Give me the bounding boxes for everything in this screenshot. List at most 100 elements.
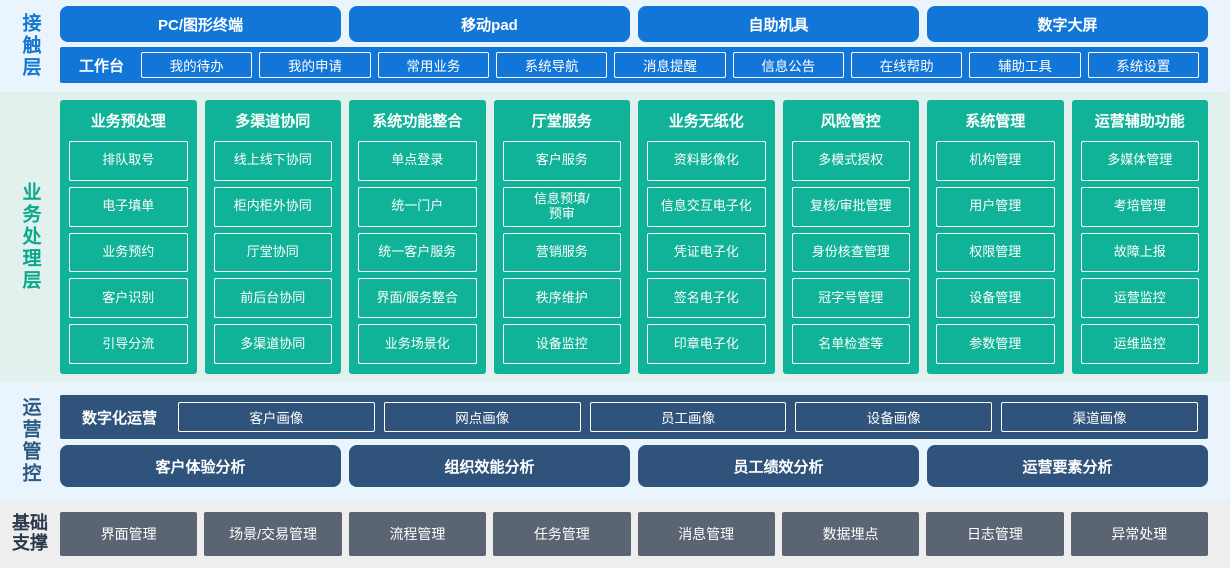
column-item[interactable]: 柜内柜外协同 [213,186,332,227]
analysis-card-organizational-efficiency[interactable]: 组织效能分析 [349,445,630,487]
foundation-layer-body: 界面管理 场景/交易管理 流程管理 任务管理 消息管理 数据埋点 日志管理 异常… [60,508,1230,560]
column-item[interactable]: 业务预约 [69,232,188,273]
workbench-item-message-reminder[interactable]: 消息提醒 [614,52,726,78]
workbench-item-auxiliary-tools[interactable]: 辅助工具 [969,52,1081,78]
column-item[interactable]: 用户管理 [936,186,1055,227]
column-item[interactable]: 运维监控 [1080,324,1199,364]
channel-card-pc[interactable]: PC/图形终端 [60,6,341,42]
business-column-wrap: 业务预处理 排队取号 电子填单 业务预约 客户识别 引导分流 多渠道协同 线上线… [60,100,1208,374]
workbench-title: 工作台 [79,57,125,75]
analysis-card-employee-performance[interactable]: 员工绩效分析 [638,445,919,487]
column-item[interactable]: 信息交互电子化 [647,186,766,227]
contact-layer-label-text: 接触层 [19,13,41,79]
foundation-item-ui-management[interactable]: 界面管理 [60,512,198,556]
workbench-item-system-settings[interactable]: 系统设置 [1087,52,1199,78]
column-item[interactable]: 多模式授权 [791,141,910,181]
column-item[interactable]: 秩序维护 [502,278,621,319]
column-item[interactable]: 印章电子化 [647,324,766,364]
column-item[interactable]: 电子填单 [69,186,188,227]
foundation-item-message-management[interactable]: 消息管理 [637,512,775,556]
analysis-row: 客户体验分析 组织效能分析 员工绩效分析 运营要素分析 [60,445,1208,487]
column-item[interactable]: 客户识别 [69,278,188,319]
portrait-chip-channel[interactable]: 渠道画像 [1001,402,1198,432]
column-item[interactable]: 签名电子化 [647,278,766,319]
column-item[interactable]: 资料影像化 [647,141,766,181]
business-column-preprocessing: 业务预处理 排队取号 电子填单 业务预约 客户识别 引导分流 [60,100,197,374]
column-item[interactable]: 凭证电子化 [647,232,766,273]
column-item[interactable]: 客户服务 [502,141,621,181]
portrait-chip-customer[interactable]: 客户画像 [178,402,375,432]
column-title: 厅堂服务 [531,113,592,130]
digital-operations-row: 数字化运营 客户画像 网点画像 员工画像 设备画像 渠道画像 [60,395,1208,439]
column-title: 运营辅助功能 [1094,113,1185,130]
column-item[interactable]: 权限管理 [936,232,1055,273]
column-title: 系统管理 [965,113,1026,130]
foundation-item-data-tracking[interactable]: 数据埋点 [781,512,920,556]
workbench-item-system-navigation[interactable]: 系统导航 [496,52,608,78]
channel-card-self-service[interactable]: 自助机具 [638,6,919,42]
channel-card-mobile-pad[interactable]: 移动pad [349,6,630,42]
column-item[interactable]: 统一门户 [358,186,477,227]
contact-layer-body: PC/图形终端 移动pad 自助机具 数字大屏 工作台 我的待办 我的申请 常用… [60,6,1230,86]
column-item[interactable]: 引导分流 [69,324,188,364]
analysis-card-operational-factors[interactable]: 运营要素分析 [927,445,1208,487]
column-item[interactable]: 多媒体管理 [1080,141,1199,181]
column-item[interactable]: 厅堂协同 [213,232,332,273]
column-item[interactable]: 故障上报 [1080,232,1199,273]
foundation-layer-label: 基础 支撑 [0,508,60,560]
workbench-item-common-business[interactable]: 常用业务 [377,52,489,78]
column-item[interactable]: 营销服务 [502,232,621,273]
portrait-chip-branch[interactable]: 网点画像 [383,402,581,432]
column-item[interactable]: 冠字号管理 [791,278,910,319]
column-item[interactable]: 机构管理 [936,141,1055,181]
business-layer-body: 业务预处理 排队取号 电子填单 业务预约 客户识别 引导分流 多渠道协同 线上线… [60,100,1230,374]
column-item[interactable]: 界面/服务整合 [358,278,477,319]
business-layer-label: 业务处理层 [0,100,60,374]
column-item[interactable]: 考培管理 [1080,186,1199,227]
foundation-item-process-management[interactable]: 流程管理 [348,512,487,556]
operations-layer-label-text: 运营管控 [19,397,41,485]
analysis-card-customer-experience[interactable]: 客户体验分析 [60,445,341,487]
column-item[interactable]: 多渠道协同 [213,324,332,364]
channel-row: PC/图形终端 移动pad 自助机具 数字大屏 [60,6,1208,42]
column-title: 系统功能整合 [372,113,463,130]
column-item[interactable]: 前后台协同 [213,278,332,319]
column-item[interactable]: 单点登录 [358,141,477,181]
portrait-chip-employee[interactable]: 员工画像 [589,402,787,432]
workbench-item-my-todo[interactable]: 我的待办 [141,52,253,78]
column-item[interactable]: 设备监控 [502,324,621,364]
foundation-item-scenario-transaction-management[interactable]: 场景/交易管理 [204,512,342,556]
workbench-item-information-bulletin[interactable]: 信息公告 [732,52,844,78]
business-column-operation-support: 运营辅助功能 多媒体管理 考培管理 故障上报 运营监控 运维监控 [1071,100,1208,374]
foundation-layer-label-line2: 支撑 [12,533,48,553]
column-item[interactable]: 运营监控 [1080,278,1199,319]
column-item[interactable]: 参数管理 [936,324,1055,364]
workbench-row: 工作台 我的待办 我的申请 常用业务 系统导航 消息提醒 信息公告 在线帮助 辅… [60,47,1208,83]
column-item[interactable]: 复核/审批管理 [791,186,910,227]
column-item[interactable]: 统一客户服务 [358,232,477,273]
business-column-risk-control: 风险管控 多模式授权 复核/审批管理 身份核查管理 冠字号管理 名单检查等 [782,100,919,374]
digital-operations-title: 数字化运营 [82,409,158,427]
workbench-item-online-help[interactable]: 在线帮助 [850,52,963,78]
workbench-item-my-application[interactable]: 我的申请 [259,52,371,78]
foundation-item-log-management[interactable]: 日志管理 [926,512,1064,556]
operations-layer-body: 数字化运营 客户画像 网点画像 员工画像 设备画像 渠道画像 客户体验分析 组织… [60,389,1230,493]
portrait-chip-device[interactable]: 设备画像 [795,402,993,432]
column-item[interactable]: 排队取号 [69,141,188,181]
operations-layer-label: 运营管控 [0,389,60,493]
column-item[interactable]: 设备管理 [936,278,1055,319]
business-column-system-integration: 系统功能整合 单点登录 统一门户 统一客户服务 界面/服务整合 业务场景化 [349,100,486,374]
column-item[interactable]: 线上线下协同 [213,141,332,181]
channel-card-digital-screen[interactable]: 数字大屏 [927,6,1208,42]
column-item[interactable]: 业务场景化 [358,324,477,364]
business-column-multichannel: 多渠道协同 线上线下协同 柜内柜外协同 厅堂协同 前后台协同 多渠道协同 [204,100,341,374]
contact-layer-label: 接触层 [0,6,60,86]
column-title: 风险管控 [820,113,881,130]
foundation-item-exception-handling[interactable]: 异常处理 [1070,512,1208,556]
business-layer: 业务处理层 业务预处理 排队取号 电子填单 业务预约 客户识别 引导分流 多渠道… [0,92,1230,382]
foundation-item-task-management[interactable]: 任务管理 [493,512,631,556]
column-item[interactable]: 信息预填/预审 [502,186,621,227]
column-item[interactable]: 名单检查等 [791,324,910,364]
column-item[interactable]: 身份核查管理 [791,232,910,273]
